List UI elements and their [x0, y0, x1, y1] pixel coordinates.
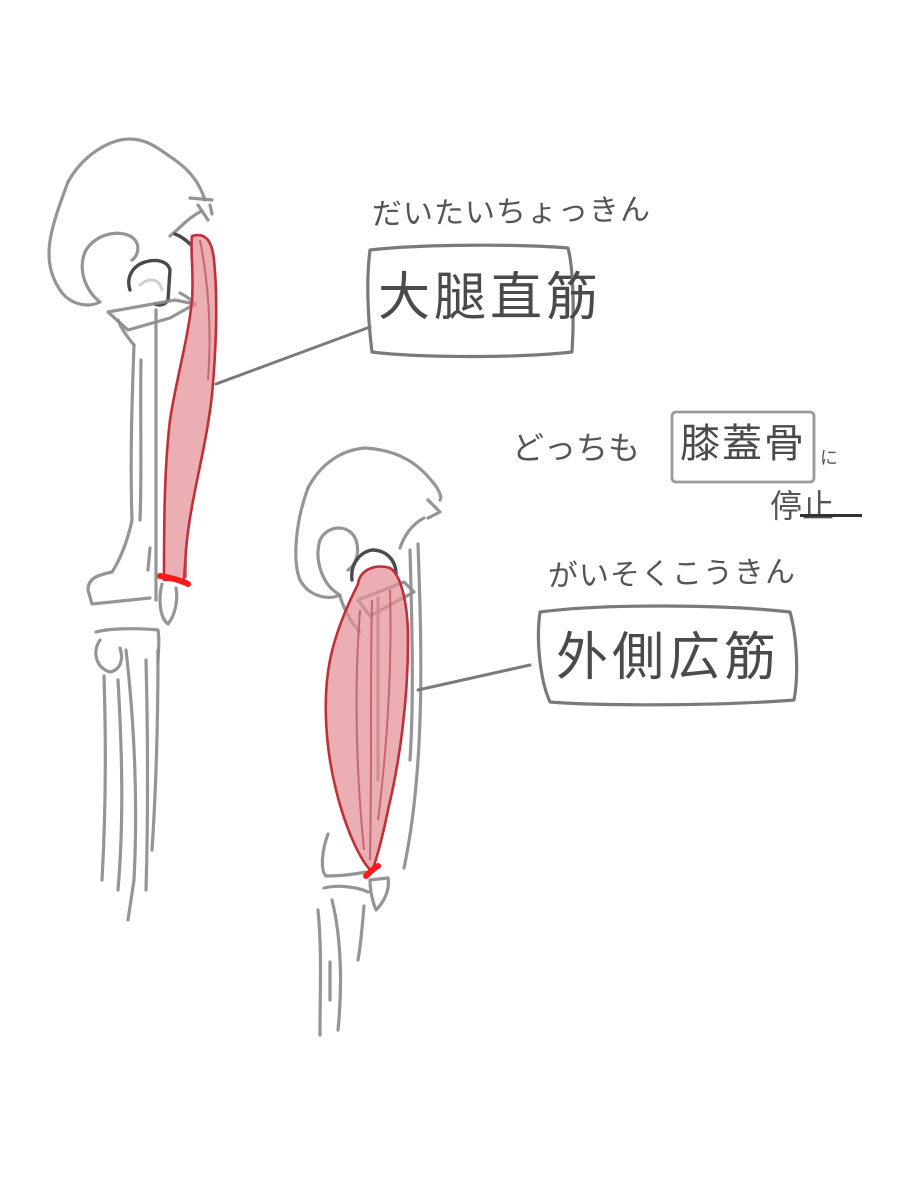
- note-patella: 膝蓋骨: [680, 421, 806, 467]
- note-underline: [800, 514, 862, 517]
- figure-2-skeleton: [294, 446, 443, 1037]
- vastus-lateralis-muscle: [324, 565, 410, 874]
- note-particle: に: [820, 448, 838, 469]
- rectus-femoris-label: 大腿直筋: [378, 268, 603, 328]
- vastus-lateralis-label-box: [536, 604, 799, 707]
- rectus-femoris-muscle: [162, 233, 218, 582]
- rectus-femoris-label-box: [366, 243, 575, 359]
- rectus-femoris-insertion-mark: [157, 573, 191, 587]
- note-suffix: 停止: [770, 487, 835, 525]
- rectus-femoris-leader-line: [214, 325, 372, 386]
- vastus-lateralis-leader-line: [416, 663, 532, 692]
- vastus-lateralis-insertion-mark: [363, 863, 381, 879]
- note-prefix: どっちも: [512, 429, 641, 467]
- vastus-lateralis-reading: がいそくこうきん: [547, 554, 797, 595]
- patella-note-box: [670, 410, 816, 484]
- vastus-lateralis-label: 外側広筋: [556, 628, 781, 688]
- figure-1-skeleton: [47, 137, 214, 922]
- rectus-femoris-reading: だいたいちょっきん: [371, 192, 652, 233]
